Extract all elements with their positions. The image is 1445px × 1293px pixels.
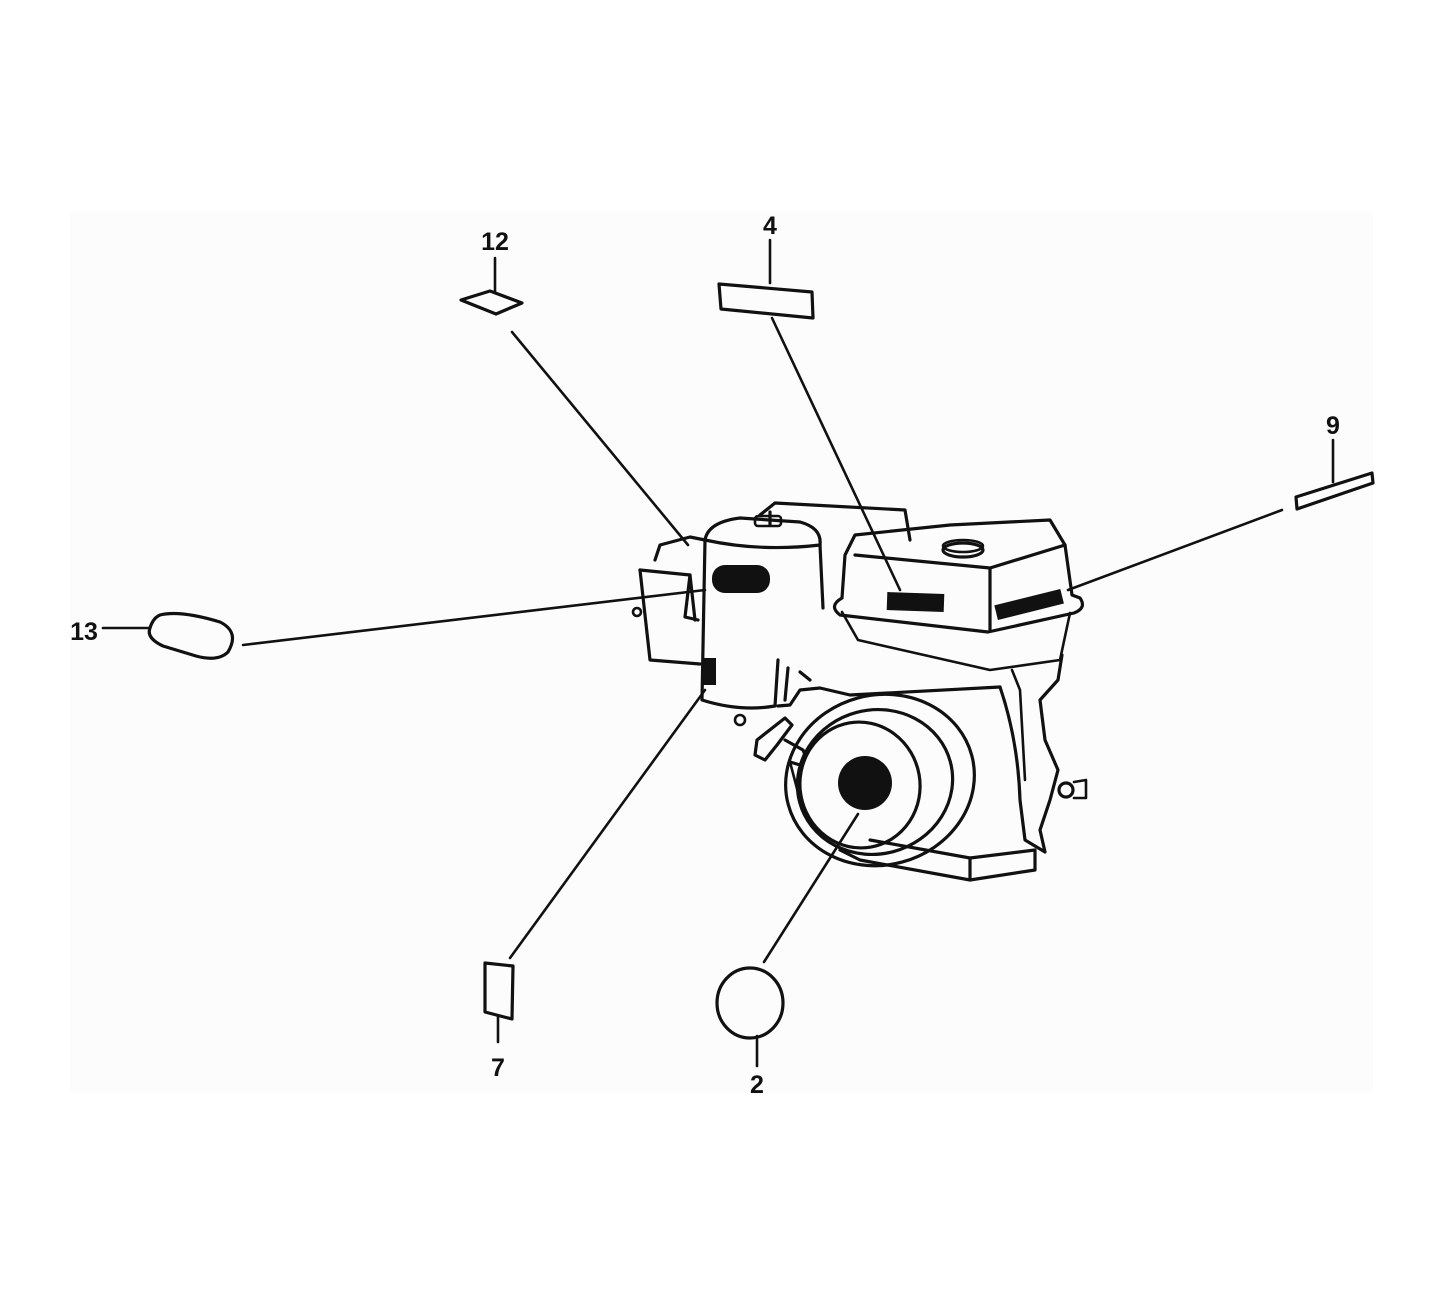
- callout-2: 2: [750, 1071, 764, 1099]
- decal-2-part: [715, 966, 785, 1040]
- callout-7: 7: [491, 1054, 505, 1082]
- leader-lines: [101, 238, 1335, 1068]
- callout-9: 9: [1326, 412, 1340, 440]
- callout-numbers: 12 4 9 13 7 2: [70, 212, 1340, 1099]
- decal-12-part: [459, 289, 524, 316]
- decal-4-location: [886, 592, 945, 613]
- diagram-panel: [70, 212, 1373, 1092]
- decal-7-location: [703, 658, 716, 685]
- callout-12: 12: [481, 228, 509, 256]
- engine-illustration: [631, 501, 1088, 882]
- decal-13-part: [147, 611, 235, 660]
- decal-9-part: [1294, 471, 1375, 511]
- decal-9-location: [994, 588, 1064, 620]
- decal-7-part: [483, 961, 515, 1021]
- decal-13-location: [712, 565, 770, 593]
- decal-2-location: [838, 756, 892, 810]
- callout-13: 13: [70, 618, 98, 646]
- callout-4: 4: [763, 212, 777, 240]
- decal-parts: [147, 282, 1375, 1040]
- decal-4-part: [717, 282, 815, 320]
